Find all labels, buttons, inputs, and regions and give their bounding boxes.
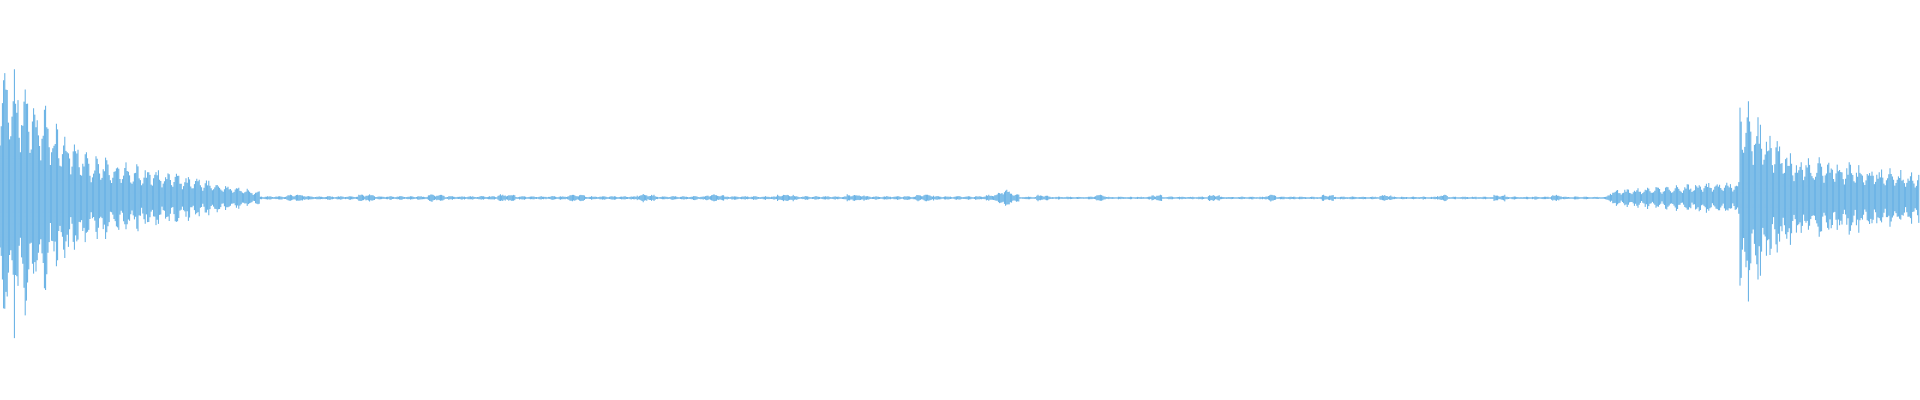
waveform-trace xyxy=(0,69,1920,339)
